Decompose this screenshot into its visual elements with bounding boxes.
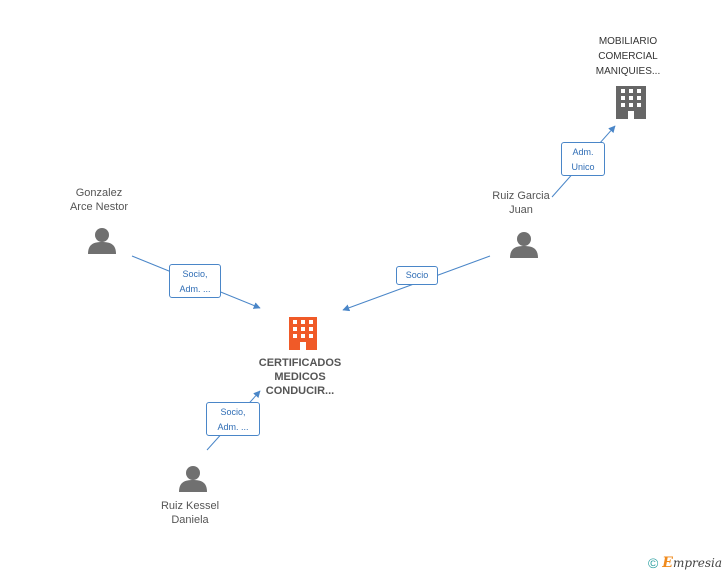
company-name-line: MOBILIARIO [598,36,658,47]
copyright-icon: © [647,555,659,571]
person-name-line: Ruiz Garcia [492,190,550,202]
role-tag-line: Socio, [182,269,208,279]
person-icon[interactable] [510,232,538,258]
role-tag-ruiz-kessel[interactable]: Socio, Adm. ... [206,402,260,436]
company-name-line: COMERCIAL [598,51,658,62]
person-icon[interactable] [88,228,116,254]
company-name-line: CONDUCIR... [265,385,335,397]
person-name-line: Juan [509,204,533,216]
brand-footer[interactable]: © Empresia [648,555,722,571]
person-label-ruiz-garcia[interactable]: Ruiz Garcia Juan [451,189,591,217]
building-icon[interactable] [289,317,317,350]
person-label-gonzalez[interactable]: Gonzalez Arce Nestor [29,186,169,214]
role-tag-ruiz-garcia-main[interactable]: Socio [396,266,438,285]
company-name-line: MANIQUIES... [595,66,661,77]
company-label-main[interactable]: CERTIFICADOS MEDICOS CONDUCIR... [240,356,360,398]
role-tag-line: Socio, [220,407,246,417]
person-name-line: Gonzalez [75,187,123,199]
building-icon[interactable] [616,86,646,119]
role-tag-gonzalez[interactable]: Socio, Adm. ... [169,264,221,298]
company-label-other[interactable]: MOBILIARIO COMERCIAL MANIQUIES... [573,34,683,79]
brand-logo: Empresia [662,555,722,571]
role-tag-ruiz-garcia-other[interactable]: Adm. Unico [561,142,605,176]
person-icon[interactable] [179,466,207,492]
role-tag-line: Unico [571,162,595,172]
role-tag-line: Adm. ... [179,284,211,294]
company-name-line: CERTIFICADOS [258,357,342,369]
company-name-line: MEDICOS [274,371,326,383]
person-name-line: Ruiz Kessel [160,500,220,512]
person-name-line: Arce Nestor [69,201,129,213]
person-label-ruiz-kessel[interactable]: Ruiz Kessel Daniela [120,499,260,527]
role-tag-line: Adm. [572,147,594,157]
role-tag-line: Adm. ... [217,422,249,432]
role-tag-line: Socio [405,270,429,280]
person-name-line: Daniela [171,514,209,526]
